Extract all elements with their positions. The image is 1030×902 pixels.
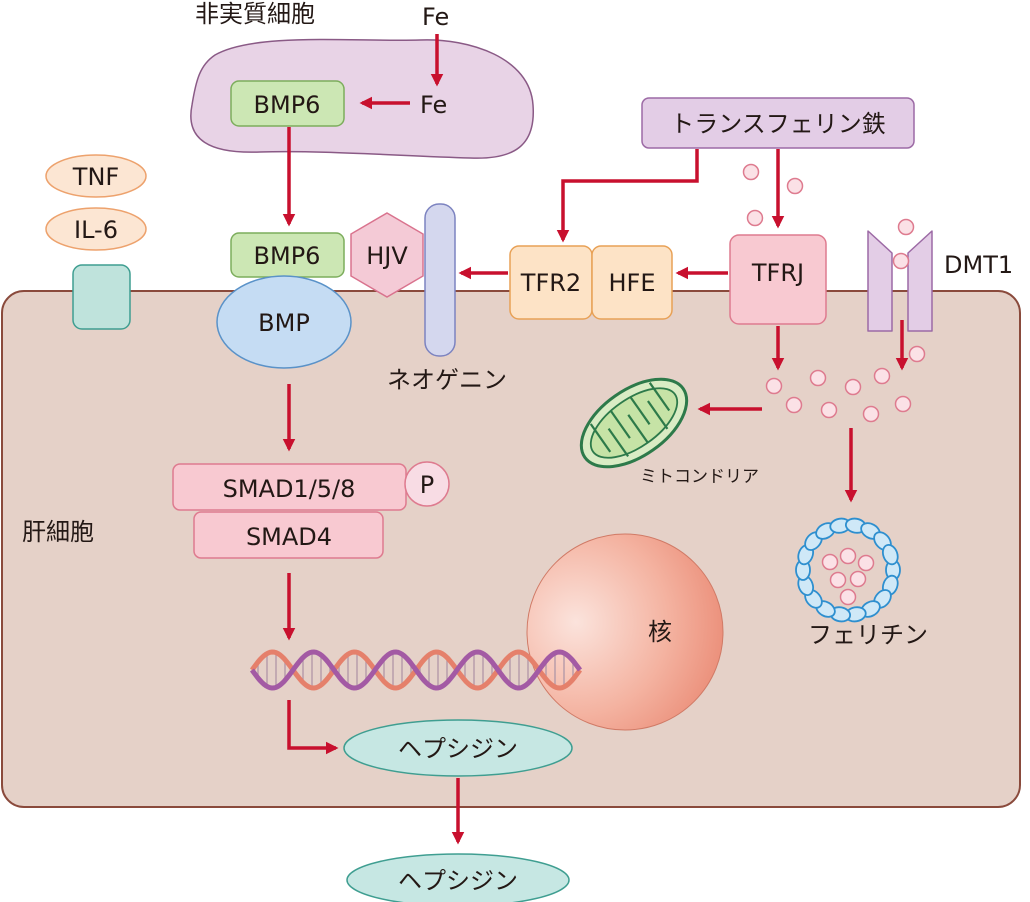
- hjv-label: HJV: [366, 242, 408, 270]
- ferritin-core-iron: [821, 547, 875, 606]
- tnf-badge: [45, 154, 147, 198]
- transferrin-to-tfr2-arrow: [556, 149, 699, 243]
- hfe-label: HFE: [608, 269, 655, 297]
- tfrj-label: TFRJ: [751, 259, 804, 287]
- non-parenchymal-cell-label: 非実質細胞: [195, 0, 315, 28]
- bmp6-membrane-label: BMP6: [254, 242, 321, 270]
- nucleus-label: 核: [648, 618, 672, 646]
- hepcidin-outer-label: ヘプシジン: [398, 867, 518, 895]
- hfe-box: [591, 245, 673, 320]
- tfr2-label: TFR2: [520, 269, 581, 297]
- ferritin-shell: [795, 517, 901, 623]
- iron-particles: [742, 163, 926, 423]
- dna-to-hepcidin-arrow: [287, 700, 339, 755]
- tnf-label: TNF: [72, 163, 119, 191]
- mitochondria-label: ミトコンドリア: [640, 467, 759, 487]
- bmp6-inner-box: [230, 80, 345, 127]
- bmp6-inner-label: BMP6: [254, 91, 321, 119]
- ferritin-label: フェリチン: [808, 621, 928, 649]
- hepcidin-inner-label: ヘプシジン: [398, 735, 518, 763]
- fe-label-top: Fe: [422, 3, 449, 31]
- il6-label: IL-6: [74, 216, 118, 244]
- smad158-label: SMAD1/5/8: [223, 475, 356, 503]
- hjv-hexagon: [350, 212, 424, 298]
- fe-label-inner: Fe: [420, 91, 447, 119]
- cytokine-receptor: [72, 264, 131, 330]
- ferritin-subunit: [881, 544, 899, 566]
- transferrin-iron-box: [641, 97, 915, 149]
- nucleus: [526, 533, 724, 731]
- dmt1-label: DMT1: [944, 251, 1013, 279]
- smad4-box: [193, 511, 384, 559]
- transferrin-iron-label: トランスフェリン鉄: [670, 110, 886, 138]
- dmt1-channel: [867, 230, 933, 332]
- phosphate-badge: [404, 461, 450, 507]
- hepcidin-inner-badge: [343, 719, 573, 777]
- mitochondria: [579, 377, 689, 469]
- il6-badge: [45, 207, 147, 251]
- neogenin-bar: [424, 203, 456, 357]
- dna-strand-purple: [249, 649, 583, 691]
- phosphate-label: P: [420, 471, 434, 499]
- neogenin-label: ネオゲニン: [387, 366, 507, 394]
- bmp-receptor: [216, 275, 352, 369]
- hepcidin-outer-badge: [346, 853, 570, 902]
- hepatocyte-label: 肝細胞: [22, 518, 94, 546]
- smad4-label: SMAD4: [246, 523, 332, 551]
- tfrj-box: [729, 234, 827, 325]
- bmp-label: BMP: [258, 309, 310, 337]
- dna-helix: [249, 649, 583, 691]
